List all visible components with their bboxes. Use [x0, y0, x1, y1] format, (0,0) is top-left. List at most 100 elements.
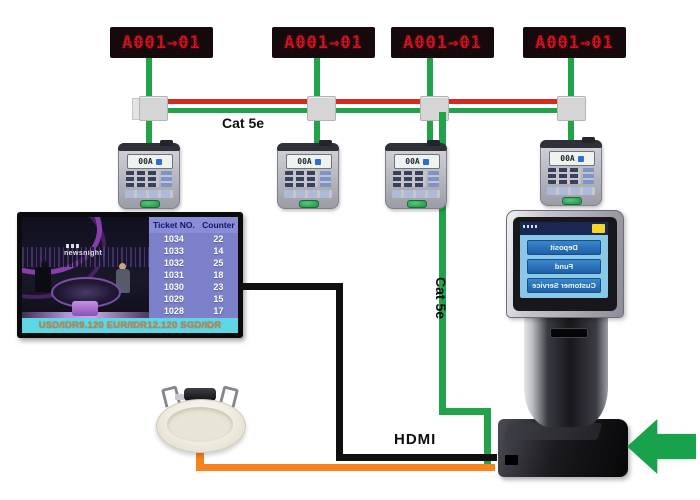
keypad-number-keys — [393, 171, 426, 187]
ticket-no: 1028 — [163, 306, 184, 316]
keypad-number-keys — [548, 168, 581, 184]
keypad-lcd-text: 00A — [405, 157, 420, 166]
currency-ticker: USD/IDR9.120 EUR/IDR12.120 SGD/IDR — [22, 318, 238, 333]
keypad-lcd-text: 00A — [297, 157, 312, 166]
keypad-function-keys — [583, 168, 594, 184]
keypad-connector-notch — [427, 140, 440, 146]
kiosk-base-port — [505, 455, 518, 465]
keypad-call-button — [299, 200, 319, 208]
keypad-lcd-icon — [314, 158, 321, 165]
column-header-counter: Counter — [202, 220, 235, 230]
ticket-no: 1033 — [163, 246, 184, 256]
keypad-lcd-icon — [155, 158, 162, 165]
counter-no: 17 — [213, 306, 224, 316]
bus-junction-2 — [307, 96, 336, 121]
keypad-connector-notch — [582, 137, 595, 143]
keypad-lcd-text: 00A — [560, 154, 575, 163]
led-display-2: A001→01 — [272, 27, 375, 58]
counter-keypad-1: 00A — [118, 140, 180, 209]
keypad-lcd: 00A — [286, 154, 332, 169]
keypad-top-band — [277, 143, 339, 151]
keypad-wide-keys — [392, 190, 440, 198]
counter-keypad-4: 00A — [540, 137, 602, 206]
ticket-slot — [550, 328, 588, 338]
counter-no: 15 — [213, 294, 224, 304]
ticket-no: 1029 — [163, 294, 184, 304]
black-cable-vertical — [336, 283, 343, 461]
led-display-text: A001→01 — [122, 32, 201, 53]
keypad-lcd-text: 00A — [138, 157, 153, 166]
led-display-text: A001→01 — [284, 32, 363, 53]
presenter-silhouette-left — [35, 261, 51, 293]
orange-cable-speaker-drop — [196, 442, 204, 471]
speaker-clip — [175, 394, 184, 400]
bbc-logo-blocks — [66, 244, 79, 248]
keypad-lcd-icon — [422, 158, 429, 165]
keypad-lcd-icon — [577, 155, 584, 162]
keypad-call-button — [562, 197, 582, 205]
keypad-lcd: 00A — [549, 151, 595, 166]
counter-keypad-3: 00A — [385, 140, 447, 209]
led-display-text: A001→01 — [403, 32, 482, 53]
led-display-text: A001→01 — [535, 32, 614, 53]
keypad-lcd: 00A — [394, 154, 440, 169]
counter-no: 14 — [213, 246, 224, 256]
keypad-function-keys — [320, 171, 331, 187]
ticket-kiosk: Deposit Fund Customer Service — [494, 208, 634, 478]
kiosk-column — [524, 315, 608, 427]
counter-no: 23 — [213, 282, 224, 292]
hdmi-label: HDMI — [394, 431, 437, 448]
green-cable-kiosk-vertical — [439, 112, 446, 413]
keypad-function-keys — [161, 171, 172, 187]
tv-news-video: newsnight — [22, 217, 149, 333]
studio-table-pedestal — [72, 301, 98, 316]
keypad-wide-keys — [547, 187, 595, 195]
keypad-connector-notch — [160, 140, 173, 146]
keypad-wide-keys — [284, 190, 332, 198]
green-cable-kiosk-horizontal — [439, 408, 491, 415]
column-header-ticket: Ticket NO. — [152, 220, 195, 230]
led-display-1: A001→01 — [110, 27, 213, 58]
keypad-top-band — [118, 143, 180, 151]
kiosk-base — [498, 419, 628, 477]
guest-silhouette-right — [116, 263, 132, 295]
kiosk-head: Deposit Fund Customer Service — [506, 210, 624, 318]
kiosk-button-customer-service: Customer Service — [527, 278, 601, 293]
counter-keypad-2: 00A — [277, 140, 339, 209]
studio-skyline — [22, 247, 149, 267]
kiosk-screen-bezel: Deposit Fund Customer Service — [513, 217, 617, 311]
kiosk-screen-body: Deposit Fund Customer Service — [520, 235, 608, 298]
ticket-no: 1032 — [163, 258, 184, 268]
keypad-function-keys — [428, 171, 439, 187]
led-display-3: A001→01 — [391, 27, 494, 58]
queue-row: 1032 25 — [149, 257, 238, 269]
keypad-lcd: 00A — [127, 154, 173, 169]
keypad-wide-keys — [125, 190, 173, 198]
counter-no: 25 — [213, 258, 224, 268]
bus-line-green — [152, 108, 570, 113]
ticket-no: 1030 — [163, 282, 184, 292]
counter-no: 18 — [213, 270, 224, 280]
keypad-top-band — [540, 140, 602, 148]
bus-cable-label: Cat 5e — [222, 115, 265, 131]
keypad-call-button — [407, 200, 427, 208]
queue-row: 1030 23 — [149, 281, 238, 293]
queue-table-header: Ticket NO. Counter — [149, 217, 238, 233]
news-program-caption: newsnight — [64, 250, 103, 257]
keypad-connector-notch — [319, 140, 332, 146]
queue-row: 1028 17 — [149, 305, 238, 317]
speaker-grille — [167, 407, 233, 442]
orange-cable-to-kiosk — [196, 464, 495, 471]
ceiling-speaker — [156, 385, 246, 454]
keypad-top-band — [385, 143, 447, 151]
ticket-no: 1034 — [163, 234, 184, 244]
kiosk-cable-label: Cat 5e — [433, 277, 449, 320]
bus-junction-1 — [139, 96, 168, 121]
green-cable-kiosk-drop — [484, 408, 491, 470]
led-display-4: A001→01 — [523, 27, 626, 58]
keypad-call-button — [140, 200, 160, 208]
left-arrow-icon — [627, 419, 696, 474]
